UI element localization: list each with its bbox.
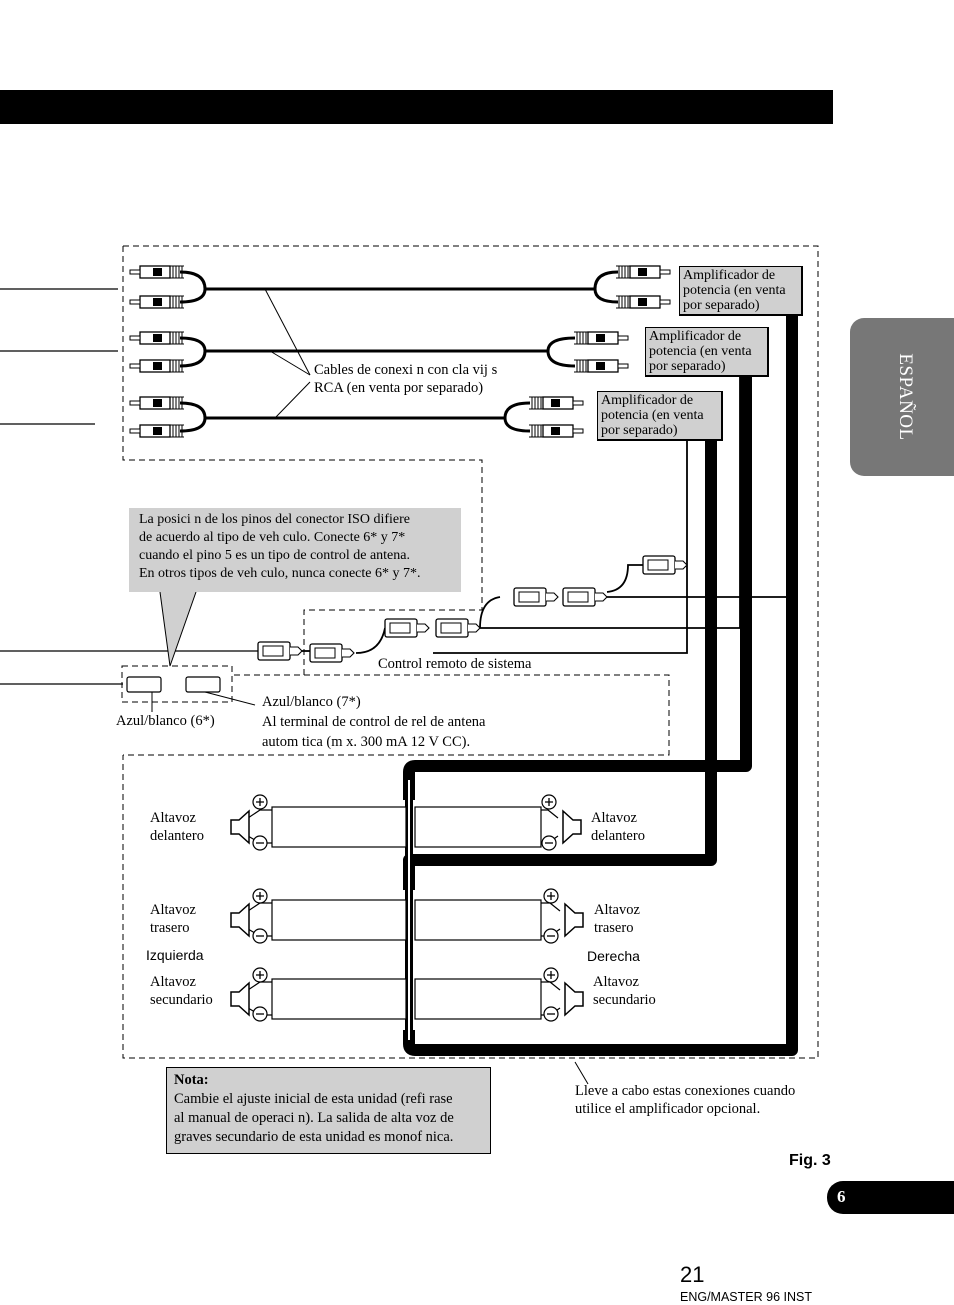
amp-label-line: Amplificador de [683,268,776,283]
amplifier-box-2: Amplificador de potencia (en venta por s… [645,327,769,377]
amplifier-box-3: Amplificador de potencia (en venta por s… [597,391,723,441]
amp-label-line: por separado) [601,423,678,438]
blue-white-7-label: Azul/blanco (7*) Al terminal de control … [262,692,485,752]
rear-left-speaker-label: Altavoz trasero [150,901,196,937]
iso-connector-note: La posici n de los pinos del conector IS… [129,508,461,592]
sub-right-speaker-label: Altavoz secundario [593,973,656,1009]
blue-white-7-line: autom tica (m x. 300 mA 12 V CC). [262,734,471,750]
amp-label-line: Amplificador de [601,393,694,408]
header-bar [0,90,833,124]
figure-label: Fig. 3 [789,1152,831,1169]
nota-line: graves secundario de esta unidad es mono… [174,1129,454,1145]
left-side-label: Izquierda [146,947,204,963]
speaker-label-line: Altavoz [593,974,639,990]
speaker-label-line: Altavoz [150,902,196,918]
front-left-speaker-label: Altavoz delantero [150,809,204,845]
nota-title: Nota: [174,1072,209,1088]
page-number: 21 [680,1262,705,1287]
amp-connection-note: Lleve a cabo estas conexiones cuando uti… [575,1082,795,1118]
amp-label-line: por separado) [649,359,726,374]
amp-note-line: Lleve a cabo estas conexiones cuando [575,1083,796,1099]
iso-note-line: cuando el pino 5 es un tipo de control d… [139,548,410,563]
system-remote-label: Control remoto de sistema [378,656,532,672]
right-side-label: Derecha [587,948,640,964]
nota-line: Cambie el ajuste inicial de esta unidad … [174,1091,453,1107]
nota-line: al manual de operaci n). La salida de al… [174,1110,454,1126]
iso-note-line: de acuerdo al tipo de veh culo. Conecte … [139,530,406,545]
nota-box: Nota: Cambie el ajuste inicial de esta u… [166,1067,491,1154]
speaker-label-line: delantero [591,828,645,844]
speaker-front-left-icon [230,810,250,844]
rear-right-speaker-label: Altavoz trasero [594,901,640,937]
speaker-label-line: Altavoz [150,974,196,990]
footer-text: ENG/MASTER 96 INST [680,1290,812,1304]
amp-label-line: potencia (en venta [649,344,752,359]
iso-note-line: La posici n de los pinos del conector IS… [139,512,410,527]
amp-note-line: utilice el amplificador opcional. [575,1101,761,1117]
blue-white-7-line: Azul/blanco (7*) [262,694,361,710]
speaker-label-line: Altavoz [150,810,196,826]
front-right-speaker-label: Altavoz delantero [591,809,645,845]
amp-label-line: por separado) [683,298,760,313]
rca-cables-line: RCA (en venta por separado) [314,380,484,396]
amplifier-box-1: Amplificador de potencia (en venta por s… [679,266,803,316]
speaker-label-line: Altavoz [591,810,637,826]
language-tab: ESPAÑOL [850,318,954,476]
page-badge: 6 [827,1181,954,1214]
iso-note-line: En otros tipos de veh culo, nunca conect… [139,566,421,581]
blue-white-7-line: Al terminal de control de rel de antena [262,714,486,730]
rca-cables-label: Cables de conexi n con cla vij s RCA (en… [314,361,497,397]
speaker-front-right-icon [562,810,582,844]
amp-label-line: Amplificador de [649,329,742,344]
page-badge-number: 6 [837,1187,846,1206]
speaker-rear-right-icon [564,903,584,937]
speaker-sub-right-icon [564,982,584,1016]
speaker-label-line: Altavoz [594,902,640,918]
speaker-label-line: delantero [150,828,204,844]
speaker-label-line: trasero [594,920,634,936]
rca-cables-line: Cables de conexi n con cla vij s [314,362,498,378]
amp-label-line: potencia (en venta [683,283,786,298]
speaker-label-line: secundario [593,992,656,1008]
amp-label-line: potencia (en venta [601,408,704,423]
sub-left-speaker-label: Altavoz secundario [150,973,213,1009]
speaker-rear-left-icon [230,903,250,937]
blue-white-6-label: Azul/blanco (6*) [116,713,215,729]
speaker-sub-left-icon [230,982,250,1016]
speaker-label-line: secundario [150,992,213,1008]
speaker-label-line: trasero [150,920,190,936]
